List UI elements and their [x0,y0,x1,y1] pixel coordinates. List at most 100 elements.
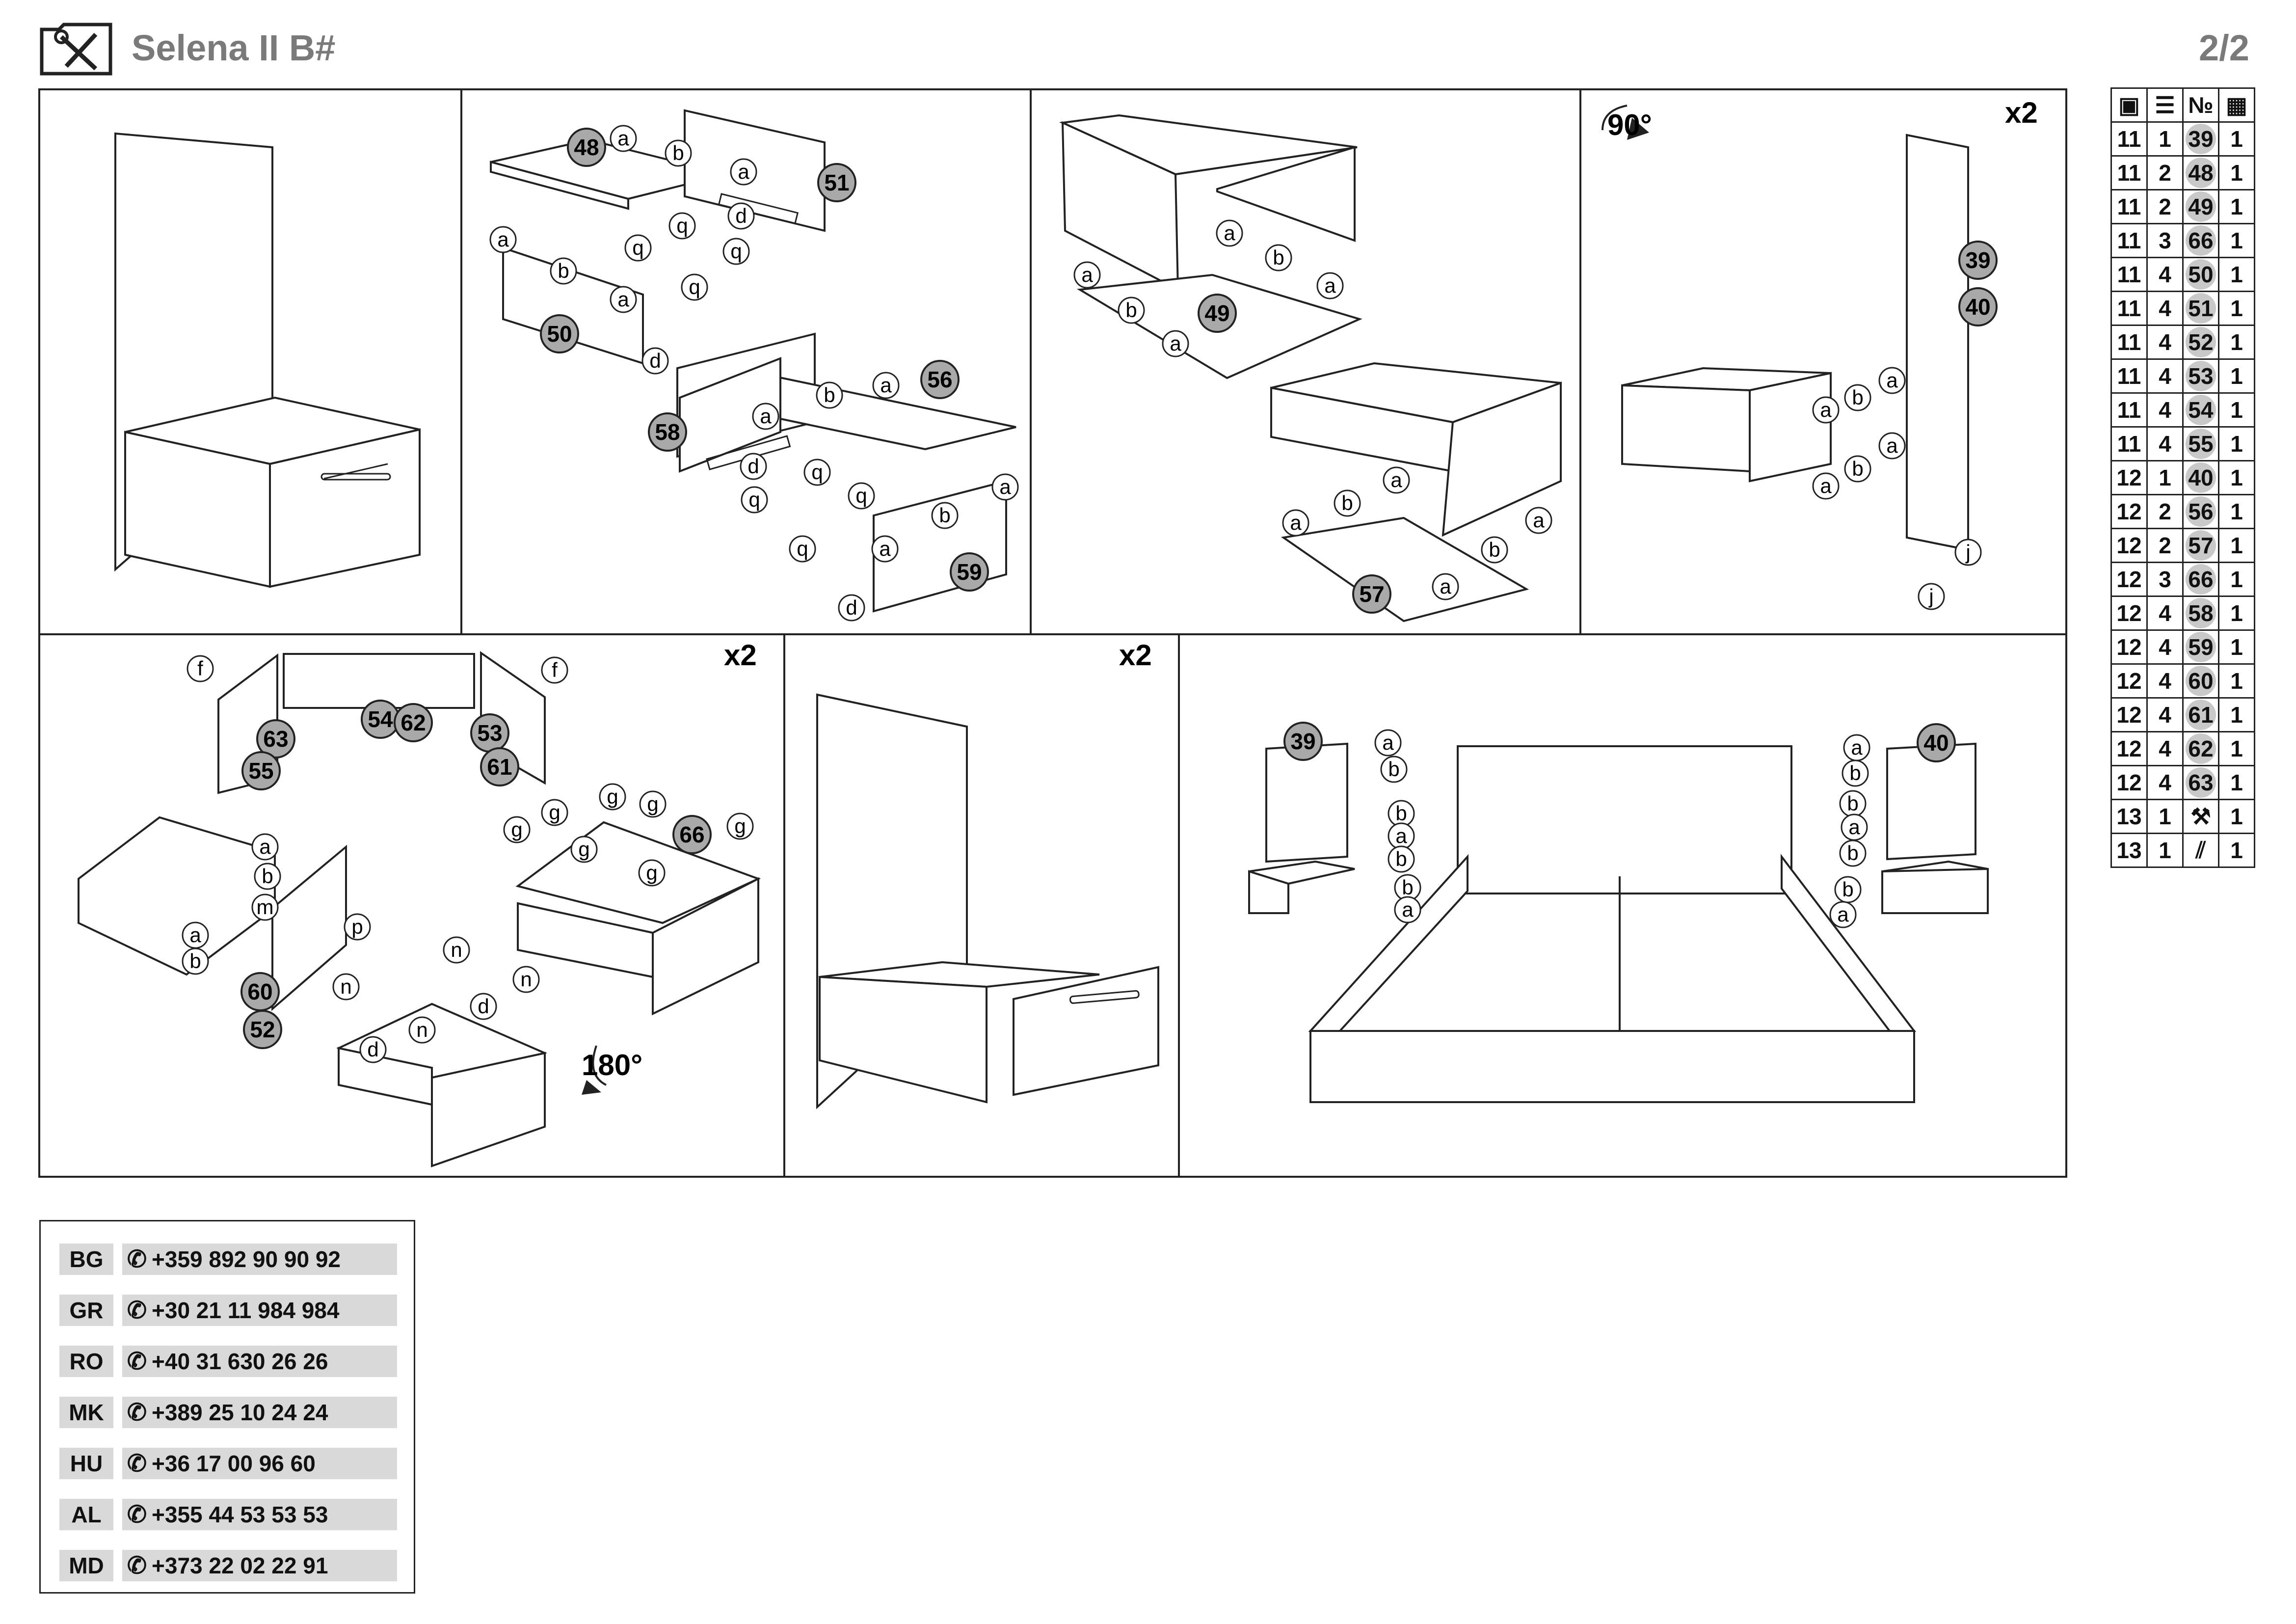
svg-text:b: b [1842,878,1853,901]
layer-number: 4 [2146,392,2184,428]
layer-number: 1 [2146,799,2184,834]
box-number: 12 [2110,460,2148,495]
box-number: 11 [2110,155,2148,190]
step1-nightstand-overview [114,132,421,588]
layer-number: 4 [2146,358,2184,394]
part-number: 40 [2182,460,2219,495]
svg-text:b: b [1395,847,1407,870]
svg-text:b: b [1388,758,1399,781]
box-number: 12 [2110,731,2148,766]
svg-text:a: a [259,835,271,858]
svg-text:a: a [497,228,509,251]
svg-text:a: a [189,923,201,947]
number-sign: № [2182,87,2219,123]
svg-text:n: n [416,1018,427,1041]
phone-text: +36 17 00 96 60 [152,1451,316,1476]
svg-text:52: 52 [250,1017,275,1042]
svg-text:a: a [1324,274,1336,297]
phone-text: +40 31 630 26 26 [152,1349,328,1374]
step7-bed-assembly [1248,742,1989,1103]
svg-text:d: d [735,204,747,227]
phone-icon: ✆ [127,1246,147,1272]
layer-number: 1 [2146,833,2184,868]
svg-text:p: p [351,915,363,938]
svg-text:x2: x2 [1119,639,1152,672]
svg-text:b: b [1402,876,1413,899]
svg-text:d: d [649,349,661,372]
box-number: 11 [2110,189,2148,224]
quantity: 1 [2218,257,2255,292]
svg-text:b: b [262,865,273,888]
box-number: 11 [2110,121,2148,157]
quantity: 1 [2218,595,2255,631]
country-code: MK [59,1397,113,1428]
layer-number: 2 [2146,155,2184,190]
svg-text:g: g [607,785,618,808]
svg-text:a: a [1886,434,1898,457]
part-number: 55 [2182,426,2219,461]
svg-text:j: j [1928,585,1933,608]
svg-text:b: b [824,383,835,406]
phone-icon: ✆ [127,1349,147,1375]
svg-text:39: 39 [1290,729,1315,754]
svg-text:60: 60 [247,979,272,1004]
part-number: 54 [2182,392,2219,428]
svg-text:a: a [1820,474,1832,497]
layer-number: 4 [2146,426,2184,461]
box-number: 12 [2110,629,2148,665]
svg-text:a: a [1402,898,1414,921]
box-number: 12 [2110,528,2148,563]
box-number: 13 [2110,799,2148,834]
svg-text:m: m [257,895,274,919]
quantity-icon: ▦ [2218,87,2255,123]
quantity: 1 [2218,799,2255,834]
svg-text:q: q [632,236,643,259]
svg-text:59: 59 [957,559,982,585]
svg-text:b: b [1852,386,1863,409]
quantity: 1 [2218,460,2255,495]
svg-text:x2: x2 [2005,96,2038,129]
phone-text: +30 21 11 984 984 [152,1298,340,1323]
step2-drawer-runners [490,109,1016,613]
part-number: 57 [2182,528,2219,563]
quantity: 1 [2218,291,2255,326]
svg-text:40: 40 [1923,730,1949,756]
box-number: 11 [2110,291,2148,326]
quantity: 1 [2218,833,2255,868]
svg-text:a: a [760,405,772,428]
assembly-tools-icon [40,23,112,76]
part-number: 66 [2182,562,2219,597]
phone-icon: ✆ [127,1451,147,1477]
phone-number: ✆+389 25 10 24 24 [122,1397,397,1428]
svg-text:a: a [1848,815,1860,839]
quantity: 1 [2218,731,2255,766]
svg-text:a: a [1820,398,1832,421]
quantity: 1 [2218,358,2255,394]
quantity: 1 [2218,121,2255,157]
part-number: 51 [2182,291,2219,326]
page-title: Selena II B# [132,27,336,68]
phone-number: ✆+36 17 00 96 60 [122,1448,397,1479]
svg-text:57: 57 [1359,581,1384,607]
svg-text:a: a [617,127,629,150]
svg-text:b: b [558,259,569,282]
svg-text:40: 40 [1965,294,1990,320]
svg-text:49: 49 [1204,300,1229,326]
layer-number: 1 [2146,460,2184,495]
part-bubbles: 48 51 50 56 58 59 49 57 39 40 63 55 54 6… [240,128,1998,1049]
part-number: 52 [2182,325,2219,360]
svg-text:g: g [549,801,560,824]
quantity: 1 [2218,189,2255,224]
